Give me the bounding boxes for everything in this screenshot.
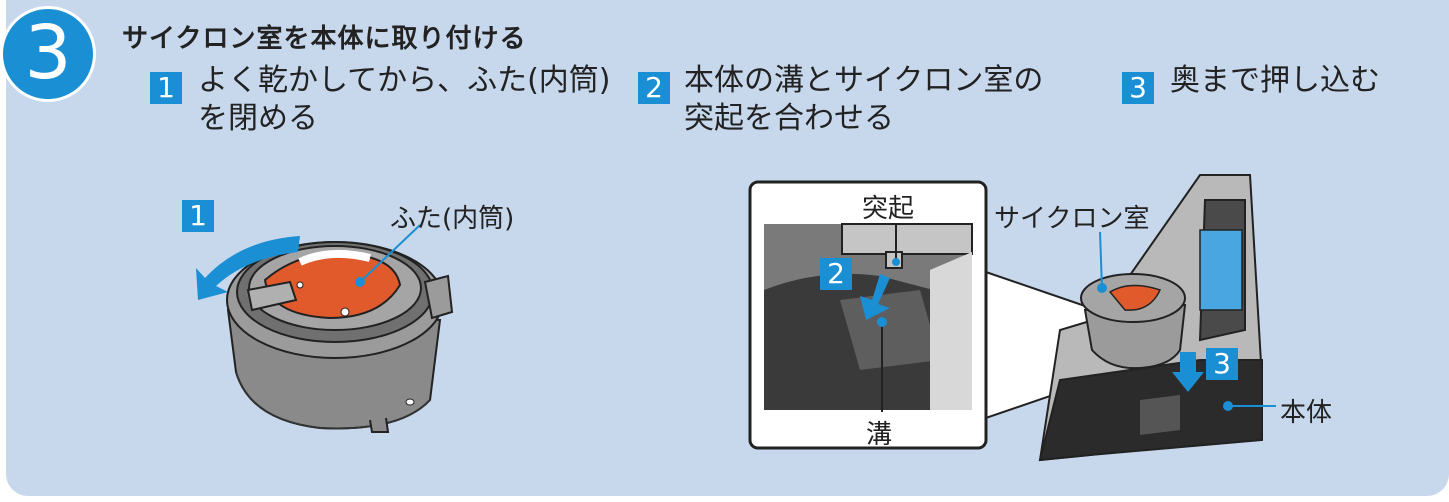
protrusion-label: 突起 (862, 194, 915, 224)
zoom-detail-illustration (748, 180, 1121, 450)
instruction-2-line1: 本体の溝とサイクロン室の (684, 63, 1044, 98)
vacuum-body-illustration (1038, 174, 1276, 462)
instruction-2-text: 本体の溝とサイクロン室の 突起を合わせる (684, 62, 1043, 138)
instruction-1-line1: よく乾かしてから、ふた(内筒) (198, 63, 611, 98)
instruction-1-text: よく乾かしてから、ふた(内筒) を閉める (198, 62, 611, 138)
figure-marker-1: 1 (182, 200, 214, 232)
figure-marker-3: 3 (1206, 348, 1238, 380)
groove-label: 溝 (866, 420, 893, 450)
step-title: サイクロン室を本体に取り付ける (122, 24, 527, 54)
instruction-2-badge: 2 (638, 72, 670, 104)
instruction-2-line2: 突起を合わせる (684, 101, 894, 136)
instruction-1-line2: を閉める (198, 101, 318, 136)
instruction-3-text: 奥まで押し込む (1170, 62, 1380, 100)
cyclone-cup-illustration (196, 224, 454, 433)
lid-label: ふた(内筒) (390, 204, 515, 234)
instruction-3-line1: 奥まで押し込む (1170, 63, 1380, 98)
cyclone-label: サイクロン室 (994, 204, 1150, 234)
step-number-badge: 3 (0, 6, 96, 102)
instruction-3-badge: 3 (1122, 72, 1154, 104)
instruction-1-badge: 1 (150, 72, 182, 104)
figure-marker-2: 2 (820, 258, 852, 290)
body-label: 本体 (1280, 398, 1333, 428)
